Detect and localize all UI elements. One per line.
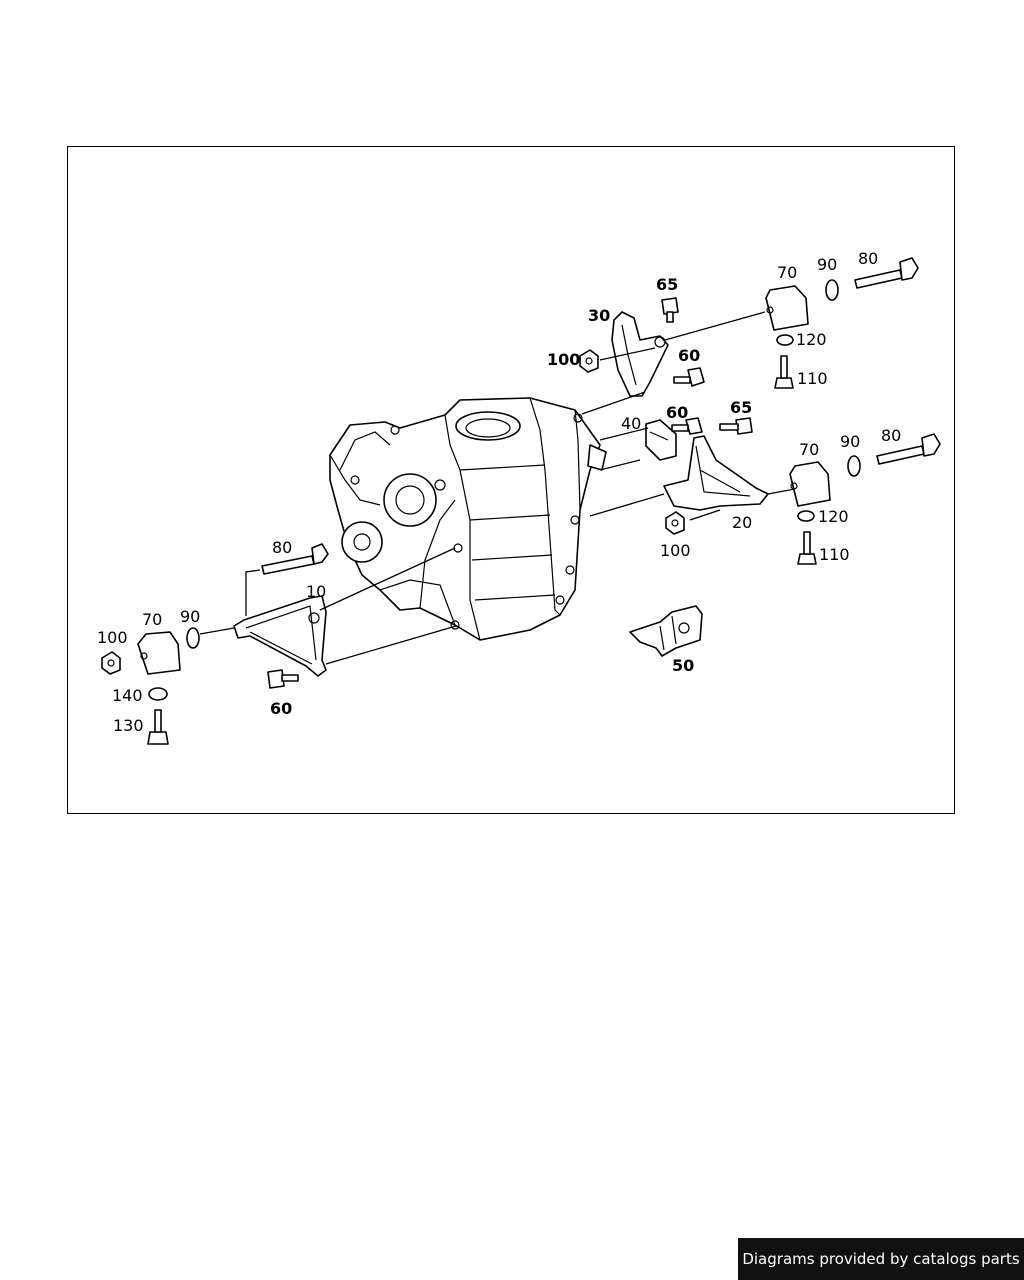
callout-70: 70	[777, 263, 797, 282]
washer-90-c	[186, 627, 200, 649]
callout-65: 65	[730, 398, 752, 417]
callout-60: 60	[666, 403, 688, 422]
callout-100: 100	[660, 541, 691, 560]
callout-90: 90	[817, 255, 837, 274]
callout-90: 90	[840, 432, 860, 451]
callout-labels: 30 65 100 60 70 90 80 120 110 40 60 65 7…	[97, 249, 901, 735]
callout-30: 30	[588, 306, 610, 325]
front-right-mount-group	[579, 257, 919, 415]
bracket-30	[611, 311, 669, 397]
callout-60: 60	[270, 699, 292, 718]
bracket-20	[663, 435, 769, 511]
callout-70: 70	[799, 440, 819, 459]
callout-90: 90	[180, 607, 200, 626]
washer-120-b	[797, 510, 815, 522]
bolt-60-a	[673, 367, 705, 387]
diagram-frame	[67, 146, 955, 814]
callout-80: 80	[881, 426, 901, 445]
bolt-130	[147, 709, 169, 745]
bolt-80-c	[261, 543, 329, 575]
bracket-50	[629, 605, 703, 657]
mount-70-b	[789, 461, 831, 507]
callout-80: 80	[858, 249, 878, 268]
bolt-60-c	[267, 669, 299, 689]
rear-mount-group	[101, 543, 457, 745]
washer-90-a	[825, 279, 839, 301]
callout-100: 100	[97, 628, 128, 647]
callout-100: 100	[547, 350, 580, 369]
nut-100-b	[665, 511, 685, 535]
callout-60: 60	[678, 346, 700, 365]
callout-40: 40	[621, 414, 641, 433]
callout-20: 20	[732, 513, 752, 532]
bracket-10	[233, 595, 327, 677]
nut-100-a	[579, 349, 599, 373]
callout-70: 70	[142, 610, 162, 629]
callout-10: 10	[306, 582, 326, 601]
callout-130: 130	[113, 716, 144, 735]
transfer-case-housing	[329, 397, 607, 641]
mount-70-a	[765, 285, 809, 331]
bolt-65-a	[661, 297, 679, 323]
washer-90-b	[847, 455, 861, 477]
callout-110: 110	[797, 369, 828, 388]
bolt-110-b	[797, 531, 817, 565]
credit-banner: Diagrams provided by catalogs parts	[738, 1238, 1024, 1280]
bolt-65-b	[719, 417, 753, 435]
nut-100-c	[101, 651, 121, 675]
plate-40	[645, 419, 677, 461]
bolt-80-b	[876, 433, 941, 465]
mount-70-c	[137, 631, 181, 675]
callout-120: 120	[818, 507, 849, 526]
callout-80: 80	[272, 538, 292, 557]
callout-110: 110	[819, 545, 850, 564]
bracket-50-group	[629, 605, 703, 657]
front-left-mount-group	[589, 417, 941, 565]
bolt-110-a	[774, 355, 794, 389]
washer-120-a	[776, 334, 794, 346]
bolt-60-b	[671, 417, 703, 435]
callout-140: 140	[112, 686, 143, 705]
bolt-80-a	[854, 257, 919, 289]
callout-50: 50	[672, 656, 694, 675]
callout-120: 120	[796, 330, 827, 349]
washer-140	[148, 687, 168, 701]
callout-65: 65	[656, 275, 678, 294]
